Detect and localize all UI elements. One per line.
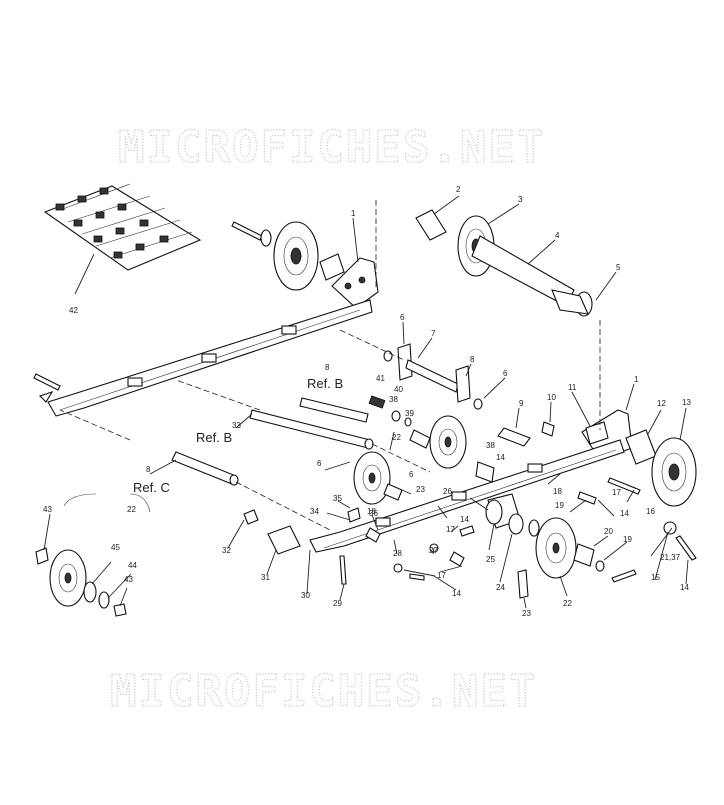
callout-30: 30	[301, 591, 310, 600]
torque-arm-7	[383, 343, 483, 410]
callout-24: 24	[496, 583, 505, 592]
callout-6: 6	[503, 369, 508, 378]
callout-13: 13	[682, 398, 691, 407]
lower-idler-assembly	[485, 493, 697, 599]
callout-40: 40	[394, 385, 403, 394]
callout-3: 3	[518, 195, 523, 204]
callout-10: 10	[547, 393, 556, 402]
spacer-2	[415, 209, 447, 241]
nut-10	[541, 421, 555, 437]
bolt-23	[517, 569, 529, 599]
callout-4: 4	[555, 231, 560, 240]
callout-8: 8	[470, 355, 475, 364]
callout-21-37: 21,37	[660, 553, 681, 562]
rear-axle-assembly	[415, 209, 593, 317]
callout-41: 41	[376, 374, 385, 383]
callout-35: 35	[333, 494, 342, 503]
callout-22: 22	[127, 505, 136, 514]
leader-lines	[43, 195, 689, 609]
reference-lines	[59, 200, 601, 531]
callout-23: 23	[416, 485, 425, 494]
callout-23: 23	[522, 609, 531, 618]
callout-14: 14	[452, 589, 461, 598]
bolt-9	[497, 427, 531, 447]
callout-20: 20	[604, 527, 613, 536]
callout-17: 17	[612, 488, 621, 497]
callout-22: 22	[563, 599, 572, 608]
left-rail	[33, 257, 379, 417]
callout-26: 26	[443, 487, 452, 496]
callout-16: 16	[646, 507, 655, 516]
callout-11: 11	[568, 383, 577, 392]
callout-38: 38	[486, 441, 495, 450]
callout-18: 18	[367, 507, 376, 516]
callout-19: 19	[623, 535, 632, 544]
right-rail	[309, 409, 633, 553]
callout-2: 2	[456, 185, 461, 194]
callout-27: 27	[429, 546, 438, 555]
callout-42: 42	[69, 306, 78, 315]
callout-29: 29	[333, 599, 342, 608]
wheel-kit-22	[35, 493, 151, 617]
screw-29	[339, 555, 347, 585]
callout-1: 1	[634, 375, 639, 384]
spacer-20	[573, 543, 595, 567]
callout-38: 38	[389, 395, 398, 404]
bumper-31	[267, 525, 301, 555]
callout-17: 17	[446, 525, 455, 534]
callout-19: 19	[555, 501, 564, 510]
callout-5: 5	[616, 263, 621, 272]
callout-8: 8	[146, 465, 151, 474]
rear-wheel-13	[607, 429, 697, 507]
callout-6: 6	[400, 313, 405, 322]
callout-43: 43	[124, 575, 133, 584]
cross-shafts	[171, 397, 374, 486]
callout-6: 6	[317, 459, 322, 468]
callout-labels: 1 1 2 3 4 5 6 6 6 6 7 8 8 8 9 10 11 12 1…	[43, 185, 691, 618]
watermark-bottom: MICROFICHES.NET	[110, 666, 537, 717]
callout-15: 15	[651, 573, 660, 582]
callout-39: 39	[405, 409, 414, 418]
callout-25: 25	[486, 555, 495, 564]
left-idler-wheel	[231, 221, 345, 291]
callout-44: 44	[128, 561, 137, 570]
callout-34: 34	[310, 507, 319, 516]
callout-28: 28	[393, 549, 402, 558]
ref-c-label: Ref. C	[133, 480, 170, 495]
callout-14: 14	[496, 453, 505, 462]
track-clip-42	[43, 183, 202, 271]
callout-43: 43	[43, 505, 52, 514]
bolt-32	[243, 509, 259, 525]
callout-32: 32	[222, 546, 231, 555]
callout-36: 36	[369, 509, 378, 518]
callout-14: 14	[620, 509, 629, 518]
callout-6: 6	[409, 470, 414, 479]
center-idler	[353, 395, 555, 505]
callout-8: 8	[325, 363, 330, 372]
callout-14: 14	[460, 515, 469, 524]
callout-17: 17	[437, 571, 446, 580]
callout-22: 22	[392, 433, 401, 442]
callout-33: 33	[232, 421, 241, 430]
ref-b-label: Ref. B	[196, 430, 232, 445]
callout-9: 9	[519, 399, 524, 408]
ref-b-label: Ref. B	[307, 376, 343, 391]
callout-45: 45	[111, 543, 120, 552]
front-lower-parts	[243, 491, 597, 585]
callout-18: 18	[553, 487, 562, 496]
callout-12: 12	[657, 399, 666, 408]
watermark-top: MICROFICHES.NET	[118, 122, 545, 173]
callout-7: 7	[431, 329, 436, 338]
callout-14: 14	[680, 583, 689, 592]
callout-1: 1	[351, 209, 356, 218]
callout-31: 31	[261, 573, 270, 582]
